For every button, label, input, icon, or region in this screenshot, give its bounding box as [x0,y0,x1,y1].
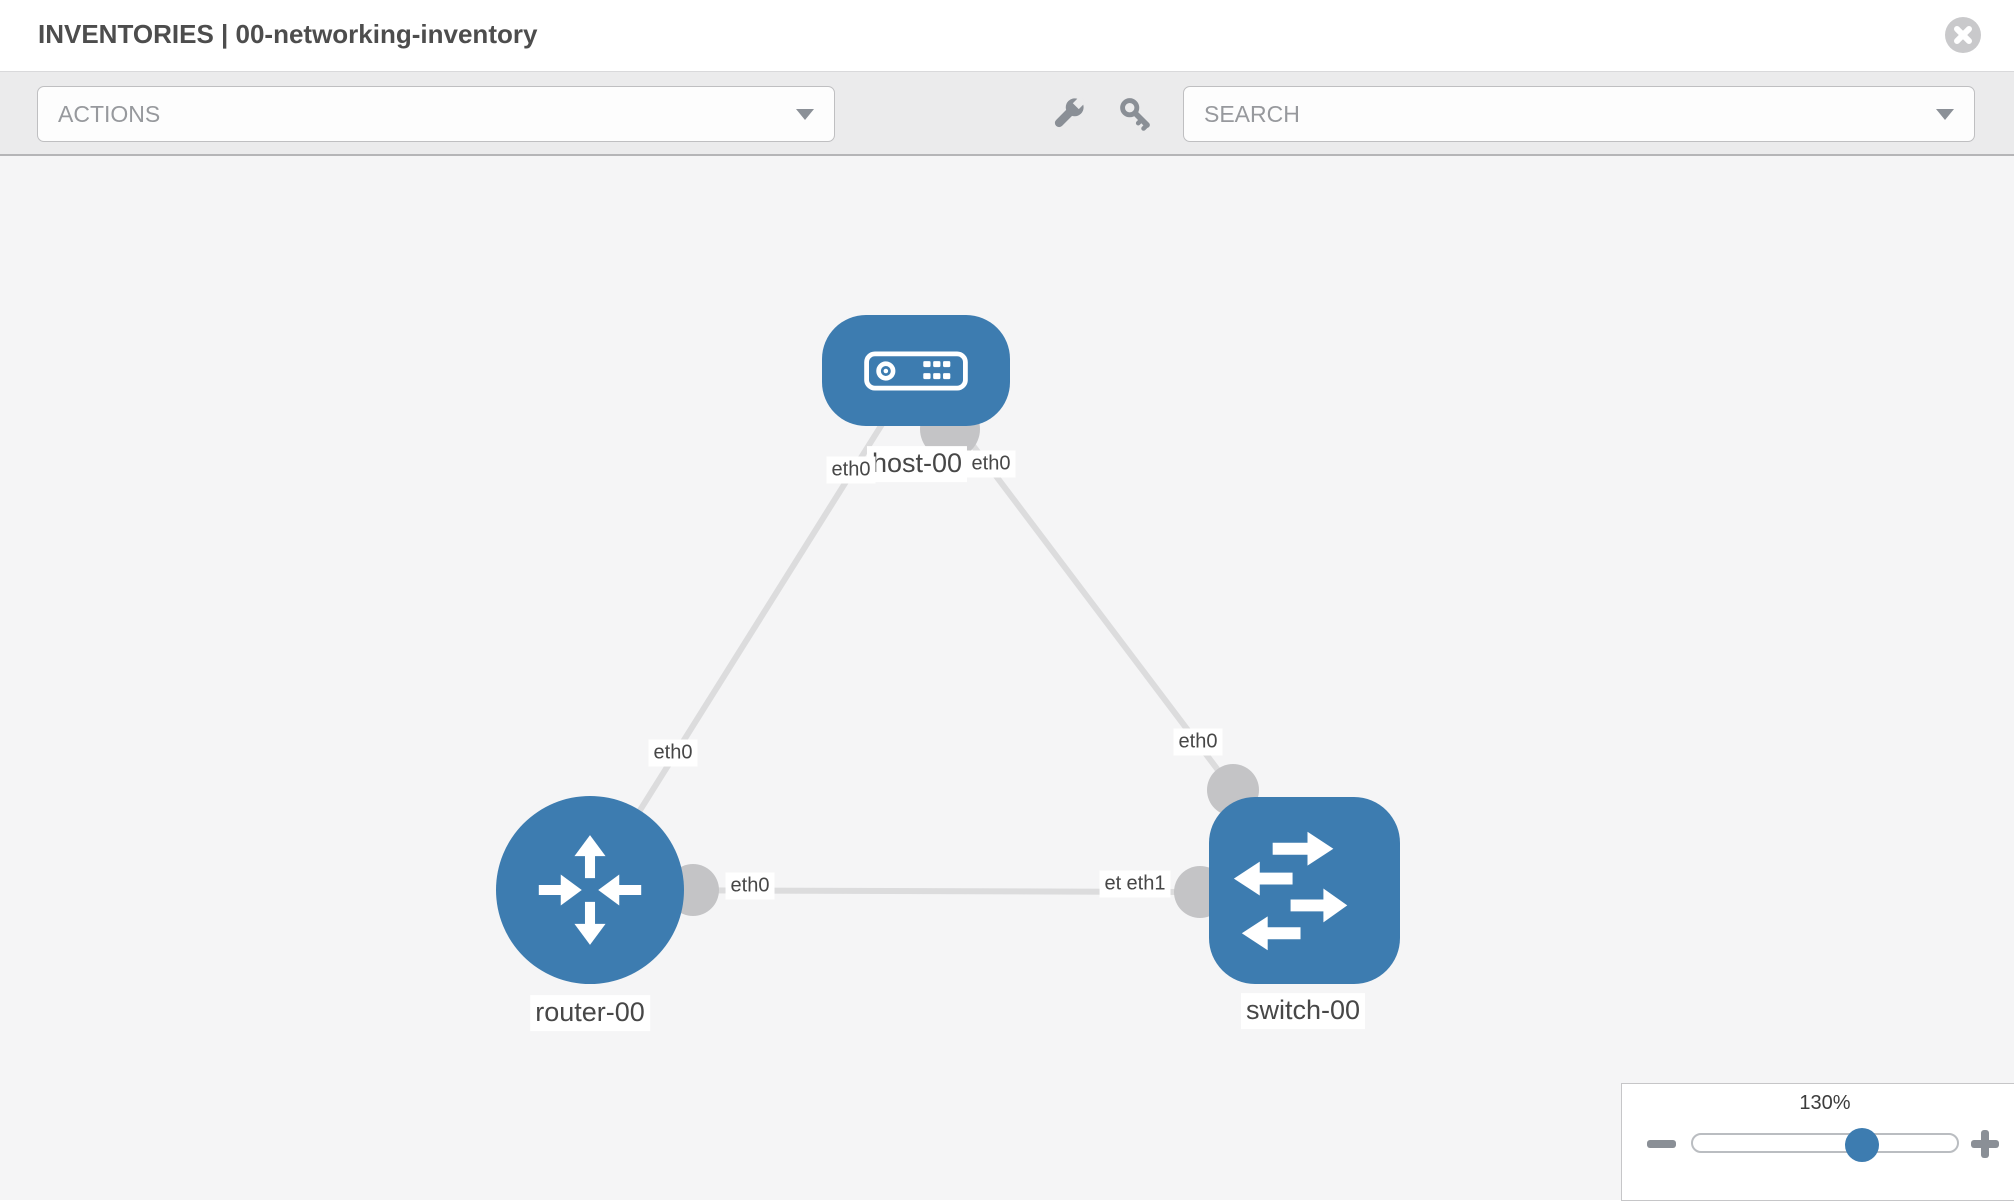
interface-label: eth0 [648,739,698,767]
node-label-host-00: host-00 [866,446,968,482]
zoom-panel: 130% [1621,1083,2014,1201]
interface-label: eth0 [966,450,1016,478]
search-dropdown-label: SEARCH [1204,100,1300,127]
search-dropdown[interactable]: SEARCH [1183,86,1975,142]
interface-label: eth0 [725,872,775,900]
node-switch-00[interactable] [1209,797,1400,984]
node-label-router-00: router-00 [530,995,650,1031]
actions-dropdown[interactable]: ACTIONS [37,86,835,142]
interface-label: eth0 [1173,728,1223,756]
switch-icon [1209,797,1400,984]
zoom-out-button[interactable] [1647,1140,1676,1148]
zoom-level-value: 130% [1799,1092,1851,1114]
actions-dropdown-label: ACTIONS [58,100,161,127]
wrench-button[interactable] [1040,86,1096,142]
zoom-slider-thumb[interactable] [1844,1128,1879,1162]
interface-label: eth1 [1121,870,1171,898]
zoom-slider-track[interactable] [1691,1128,1959,1162]
host-icon [864,349,968,393]
close-button[interactable] [1945,17,1981,53]
node-host-00[interactable] [822,315,1010,426]
router-icon [526,826,654,954]
chevron-down-icon [796,109,814,120]
page-title: INVENTORIES | 00-networking-inventory [38,19,538,49]
close-icon [1945,17,1981,53]
topology-canvas[interactable]: host-00 router-00 switch-00 eth0 eth0 eth0 eth… [0,156,2014,1200]
topology-links-layer [587,368,1259,918]
header: INVENTORIES | 00-networking-inventory [0,0,2014,71]
node-router-00[interactable] [496,796,684,984]
chevron-down-icon [1936,109,1954,120]
interface-label: eth0 [826,456,876,484]
zoom-in-button[interactable] [1971,1130,1999,1158]
node-label-switch-00: switch-00 [1240,993,1366,1029]
key-icon [1115,93,1157,135]
toolbar: ACTIONS S [0,71,2014,156]
key-button[interactable] [1108,86,1164,142]
wrench-icon [1047,93,1089,135]
